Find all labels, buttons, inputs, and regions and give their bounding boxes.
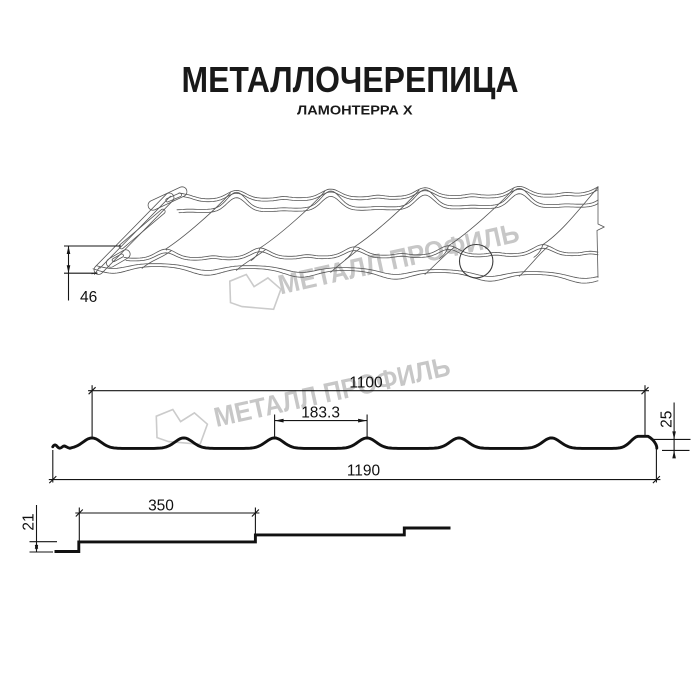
svg-text:183.3: 183.3 [301,404,340,421]
svg-text:25: 25 [659,411,676,428]
svg-text:1100: 1100 [349,375,383,392]
svg-text:21: 21 [21,513,38,530]
svg-text:МЕТАЛЛОЧЕРЕПИЦА: МЕТАЛЛОЧЕРЕПИЦА [182,59,519,100]
svg-text:ЛАМОНТЕРРА Х: ЛАМОНТЕРРА Х [297,103,413,118]
svg-text:1190: 1190 [347,462,381,479]
svg-text:350: 350 [148,497,174,514]
svg-text:46: 46 [80,289,97,306]
